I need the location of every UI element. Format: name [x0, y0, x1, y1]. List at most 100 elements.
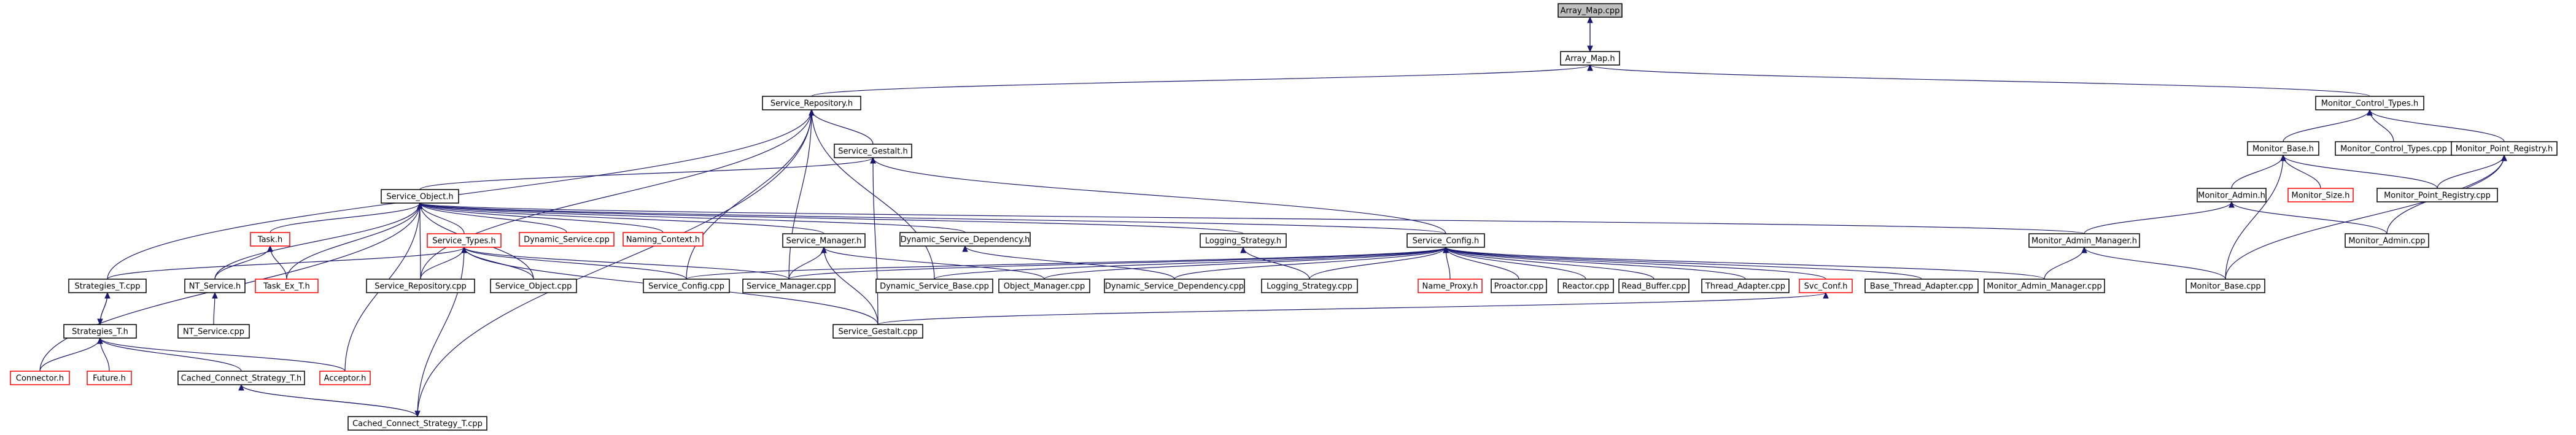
- edge-service_repository_h-to-cached_connect_strategy_t_cpp: [417, 109, 815, 417]
- node-label: Logging_Strategy.cpp: [1267, 282, 1352, 291]
- node-label: Name_Proxy.h: [1422, 282, 1478, 291]
- node-object-manager-cpp[interactable]: Object_Manager.cpp: [998, 279, 1090, 293]
- node-service-gestalt-cpp[interactable]: Service_Gestalt.cpp: [832, 324, 923, 339]
- node-box: [2315, 96, 2424, 110]
- edge-service_object_h-to-service_manager_h: [417, 202, 824, 234]
- node-service-manager-h[interactable]: Service_Manager.h: [782, 233, 866, 248]
- node-dynamic-service-cpp[interactable]: Dynamic_Service.cpp: [519, 232, 615, 247]
- node-box: [2247, 141, 2319, 156]
- node-box: [2345, 233, 2429, 248]
- node-box: [177, 324, 250, 339]
- node-monitor-point-registry-h[interactable]: Monitor_Point_Registry.h: [2451, 141, 2558, 156]
- edge-dynamic_service_dependency_h-to-dynamic_service_dependency_cpp: [962, 245, 1175, 280]
- node-monitor-base-h[interactable]: Monitor_Base.h: [2247, 141, 2319, 156]
- node-dynamic-service-dependency-cpp[interactable]: Dynamic_Service_Dependency.cpp: [1104, 279, 1245, 293]
- node-acceptor-h[interactable]: Acceptor.h: [319, 371, 371, 385]
- node-monitor-admin-manager-h[interactable]: Monitor_Admin_Manager.h: [2028, 233, 2140, 248]
- node-cached-connect-strategy-t-cpp[interactable]: Cached_Connect_Strategy_T.cpp: [347, 416, 487, 431]
- node-box: [250, 232, 290, 247]
- node-box: [762, 96, 861, 110]
- node-task-h[interactable]: Task.h: [250, 232, 290, 247]
- node-array-map-cpp: Array_Map.cpp: [1558, 3, 1623, 18]
- node-logging-strategy-cpp[interactable]: Logging_Strategy.cpp: [1261, 279, 1358, 293]
- node-strategies-t-cpp[interactable]: Strategies_T.cpp: [68, 279, 147, 293]
- node-service-config-cpp[interactable]: Service_Config.cpp: [643, 279, 730, 293]
- node-service-object-h[interactable]: Service_Object.h: [381, 189, 459, 204]
- node-monitor-admin-manager-cpp[interactable]: Monitor_Admin_Manager.cpp: [1984, 279, 2105, 293]
- node-service-repository-cpp[interactable]: Service_Repository.cpp: [366, 279, 475, 293]
- node-service-gestalt-h[interactable]: Service_Gestalt.h: [834, 144, 912, 158]
- node-label: Logging_Strategy.h: [1205, 237, 1281, 246]
- edge-cached_connect_strategy_t_cpp-to-cached_connect_strategy_t_h: [241, 384, 421, 418]
- node-box: [2451, 141, 2558, 156]
- edge-service_repository_h-to-dynamic_service_base_cpp: [809, 109, 935, 280]
- node-logging-strategy-h[interactable]: Logging_Strategy.h: [1200, 233, 1287, 248]
- node-box: [2287, 188, 2354, 202]
- edge-monitor_control_types_h-to-monitor_point_registry_h: [2367, 109, 2505, 142]
- node-proactor-cpp[interactable]: Proactor.cpp: [1491, 279, 1547, 293]
- node-box: [87, 371, 132, 385]
- edge-service_object_h-to-monitor_admin_manager_h: [417, 202, 2085, 234]
- node-label: Monitor_Point_Registry.h: [2456, 145, 2553, 154]
- node-label: Service_Repository.cpp: [374, 282, 467, 291]
- edge-array_map_h-to-service_repository_h: [811, 64, 1593, 97]
- node-service-config-h[interactable]: Service_Config.h: [1406, 233, 1485, 248]
- node-naming-context-h[interactable]: Naming_Context.h: [623, 232, 704, 247]
- node-label: Monitor_Point_Registry.cpp: [2384, 191, 2491, 201]
- node-monitor-control-types-cpp[interactable]: Monitor_Control_Types.cpp: [2335, 141, 2453, 156]
- node-service-types-h[interactable]: Service_Types.h: [427, 233, 502, 248]
- node-box: [255, 279, 319, 293]
- node-monitor-admin-cpp[interactable]: Monitor_Admin.cpp: [2345, 233, 2429, 248]
- edge-task_h-to-task_ex_t_h: [267, 245, 287, 280]
- node-array-map-h[interactable]: Array_Map.h: [1560, 51, 1620, 66]
- edge-service_manager_h-to-object_manager_cpp: [821, 246, 1045, 280]
- node-label: NT_Service.h: [189, 282, 241, 291]
- node-label: Monitor_Base.h: [2252, 145, 2314, 154]
- node-monitor-point-registry-cpp[interactable]: Monitor_Point_Registry.cpp: [2376, 188, 2498, 202]
- node-future-h[interactable]: Future.h: [87, 371, 132, 385]
- edge-service_config_h-to-service_config_cpp: [686, 246, 1449, 280]
- node-cached-connect-strategy-t-h[interactable]: Cached_Connect_Strategy_T.h: [177, 371, 305, 385]
- node-task-ex-t-h[interactable]: Task_Ex_T.h: [255, 279, 319, 293]
- node-box: [1406, 233, 1485, 248]
- node-connector-h[interactable]: Connector.h: [10, 371, 70, 385]
- node-thread-adapter-cpp[interactable]: Thread_Adapter.cpp: [1701, 279, 1790, 293]
- node-box: [366, 279, 475, 293]
- node-monitor-control-types-h[interactable]: Monitor_Control_Types.h: [2315, 96, 2424, 110]
- node-box: [875, 279, 993, 293]
- node-label: Future.h: [93, 374, 126, 383]
- node-box: [2028, 233, 2140, 248]
- node-monitor-base-cpp[interactable]: Monitor_Base.cpp: [2186, 279, 2265, 293]
- node-dynamic-service-base-cpp[interactable]: Dynamic_Service_Base.cpp: [875, 279, 993, 293]
- node-label: Naming_Context.h: [626, 236, 700, 245]
- node-base-thread-adapter-cpp[interactable]: Base_Thread_Adapter.cpp: [1864, 279, 1979, 293]
- edge-service_types_h-to-service_config_cpp: [461, 246, 687, 280]
- edge-service_config_h-to-monitor_admin_manager_cpp: [1443, 246, 2045, 280]
- node-service-object-cpp[interactable]: Service_Object.cpp: [490, 279, 577, 293]
- node-strategies-t-h[interactable]: Strategies_T.h: [63, 324, 137, 339]
- node-label: Monitor_Control_Types.h: [2321, 99, 2418, 109]
- node-monitor-size-h[interactable]: Monitor_Size.h: [2287, 188, 2354, 202]
- node-label: Service_Config.h: [1413, 237, 1480, 246]
- node-nt-service-cpp[interactable]: NT_Service.cpp: [177, 324, 250, 339]
- node-reactor-cpp[interactable]: Reactor.cpp: [1558, 279, 1614, 293]
- edge-monitor_admin_h-to-monitor_admin_cpp: [2229, 201, 2388, 234]
- node-read-buffer-cpp[interactable]: Read_Buffer.cpp: [1618, 279, 1690, 293]
- node-monitor-admin-h[interactable]: Monitor_Admin.h: [2197, 188, 2267, 202]
- node-svc-conf-h[interactable]: Svc_Conf.h: [1799, 279, 1853, 293]
- node-box: [427, 233, 502, 248]
- node-box: [1200, 233, 1287, 248]
- node-box: [2186, 279, 2265, 293]
- node-nt-service-h[interactable]: NT_Service.h: [184, 279, 246, 293]
- node-service-manager-cpp[interactable]: Service_Manager.cpp: [742, 279, 836, 293]
- node-label: Thread_Adapter.cpp: [1705, 282, 1785, 291]
- node-label: Monitor_Admin_Manager.h: [2031, 237, 2137, 246]
- edge-logging_strategy_h-to-logging_strategy_cpp: [1240, 246, 1310, 280]
- node-name-proxy-h[interactable]: Name_Proxy.h: [1418, 279, 1483, 293]
- node-label: Task.h: [257, 236, 282, 245]
- node-box: [10, 371, 70, 385]
- node-box: [1618, 279, 1690, 293]
- node-box: [319, 371, 371, 385]
- node-dynamic-service-dependency-h[interactable]: Dynamic_Service_Dependency.h: [899, 232, 1031, 247]
- node-service-repository-h[interactable]: Service_Repository.h: [762, 96, 861, 110]
